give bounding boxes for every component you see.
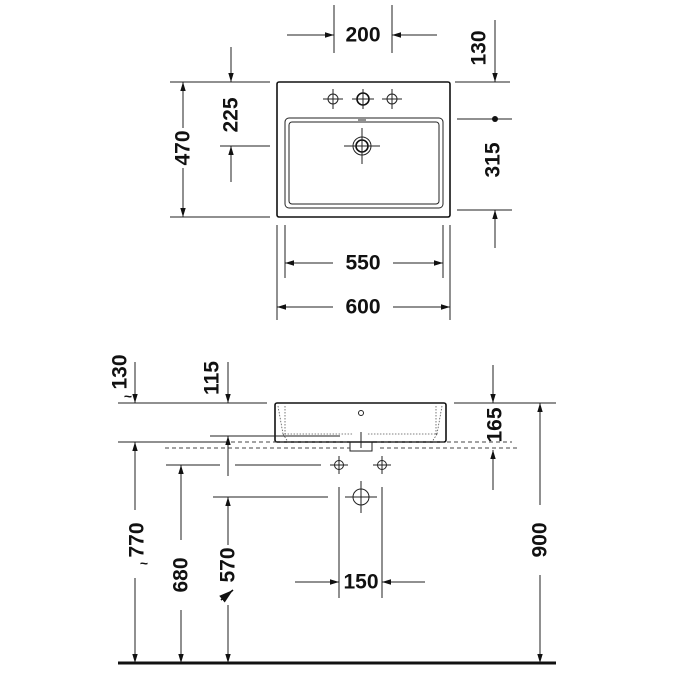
dim-150: 150 <box>343 571 378 594</box>
top-view: 200 130 315 470 225 550 600 <box>170 5 512 320</box>
dim-200: 200 <box>345 24 380 47</box>
dim-130-top: 130 <box>468 30 491 65</box>
basin-bowl-top <box>284 117 444 209</box>
dim-680: 680 <box>170 557 193 592</box>
drain-icon <box>344 119 380 164</box>
arrow-icon <box>219 589 234 603</box>
dim-570: 570 <box>217 547 240 582</box>
dim-315: 315 <box>482 142 505 177</box>
dim-550: 550 <box>345 252 380 275</box>
approx-sign: ~ <box>124 388 132 404</box>
dim-130-side: 130 <box>109 354 132 389</box>
approx-sign-770: ~ <box>140 555 148 571</box>
tap-connection-icon <box>330 456 391 474</box>
tap-hole-icon <box>323 89 402 109</box>
basin-outline-top <box>276 81 451 218</box>
dim-900: 900 <box>529 522 552 557</box>
dim-165: 165 <box>484 407 507 442</box>
dim-115: 115 <box>201 361 224 395</box>
dim-225: 225 <box>220 97 243 132</box>
side-view: 130 ~ 115 165 900 770 ~ 680 570 <box>109 354 556 665</box>
waste-connection-icon <box>345 481 377 513</box>
dim-600: 600 <box>345 296 380 319</box>
dim-470: 470 <box>172 130 195 165</box>
dim-770: 770 <box>126 522 149 557</box>
